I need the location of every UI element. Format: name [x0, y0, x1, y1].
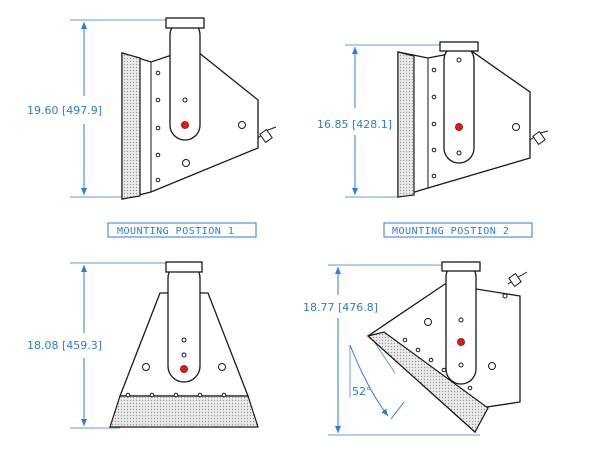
view-mounting-position-2: 16.85 [428.1] MOUNTING POSTION 2: [317, 41, 549, 238]
red-knob: [181, 121, 189, 129]
caption-mounting-position-2: MOUNTING POSTION 2: [392, 226, 509, 237]
caption-box-1: [107, 222, 257, 238]
red-knob: [180, 365, 188, 373]
speaker-grille: [109, 395, 259, 428]
dimension-label-height-1: 19.60 [497.9]: [27, 104, 102, 117]
angle-dimension: [349, 339, 405, 420]
angle-label: 52°: [352, 385, 372, 398]
mounting-bracket: [443, 44, 475, 164]
view-tilted: 18.77 [476.8] 52°: [303, 261, 528, 436]
dimension-label-height-2: 16.85 [428.1]: [317, 118, 392, 131]
red-knob: [455, 123, 463, 131]
caption-box-2: [383, 222, 533, 238]
speaker-grille: [397, 51, 415, 198]
bracket-cap: [165, 17, 205, 29]
dimension-label-height-4: 18.77 [476.8]: [303, 301, 378, 314]
dimension-line-height-3: [70, 262, 175, 429]
mounting-bracket: [167, 261, 201, 383]
bracket-cap: [439, 41, 479, 52]
speaker-body: [366, 283, 521, 434]
red-knob: [457, 338, 465, 346]
dimension-line-height-1: [70, 19, 175, 198]
view-mounting-position-1: 19.60 [497.9] MOUNTING POSTION 1: [27, 17, 277, 238]
dimension-label-height-3: 18.08 [459.3]: [27, 339, 102, 352]
speaker-grille: [366, 331, 489, 433]
caption-mounting-position-1: MOUNTING POSTION 1: [117, 226, 234, 237]
dimension-line-height-4: [328, 264, 480, 436]
speaker-grille: [121, 52, 141, 200]
view-front: 18.08 [459.3]: [27, 261, 259, 429]
